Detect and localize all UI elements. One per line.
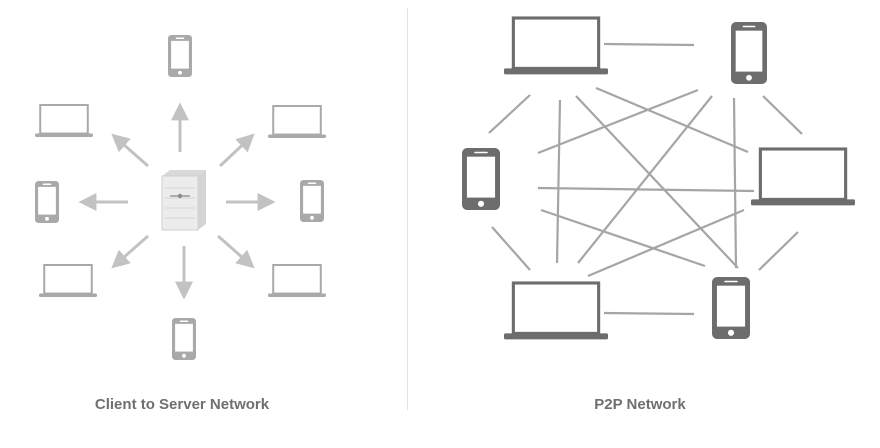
arrow-up-left (111, 133, 149, 168)
arrow-down-left (111, 234, 149, 269)
peer-phone-top-right-icon (731, 22, 767, 84)
peer-laptop-bottom-left-icon (504, 281, 608, 340)
p2p-link (732, 97, 738, 269)
peer-phone-middle-left-icon (462, 148, 500, 210)
p2p-link (488, 94, 531, 134)
p2p-link (491, 226, 531, 271)
server-icon (161, 170, 206, 231)
client-server-diagram (35, 35, 326, 360)
p2p-link (555, 99, 562, 264)
client-phone-up-icon (168, 35, 192, 77)
arrow-up-right (218, 133, 255, 168)
p2p-link (762, 95, 803, 135)
section-divider (407, 8, 408, 410)
p2p-link (603, 42, 695, 47)
p2p-link (577, 95, 713, 264)
client-laptop-down-right-icon (268, 264, 326, 297)
p2p-link (587, 208, 745, 278)
peer-laptop-top-left-icon (504, 16, 608, 75)
p2p-diagram (462, 16, 855, 340)
client-laptop-down-left-icon (39, 264, 97, 297)
client-laptop-up-left-icon (35, 104, 93, 137)
p2p-link (758, 231, 799, 271)
p2p-link (595, 86, 749, 154)
client-phone-right-icon (300, 180, 324, 222)
client-phone-down-icon (172, 318, 196, 360)
client-laptop-up-right-icon (268, 105, 326, 138)
p2p-link (603, 311, 695, 316)
client-phone-left-icon (35, 181, 59, 223)
p2p-link (537, 186, 755, 193)
arrow-down-right (217, 234, 255, 269)
peer-phone-bottom-right-icon (712, 277, 750, 339)
p2p-link (575, 95, 739, 269)
p2p-link (540, 208, 706, 268)
client-server-caption: Client to Server Network (94, 396, 270, 413)
peer-laptop-middle-right-icon (751, 147, 855, 206)
p2p-link (537, 88, 699, 155)
p2p-caption: P2P Network (594, 396, 686, 413)
